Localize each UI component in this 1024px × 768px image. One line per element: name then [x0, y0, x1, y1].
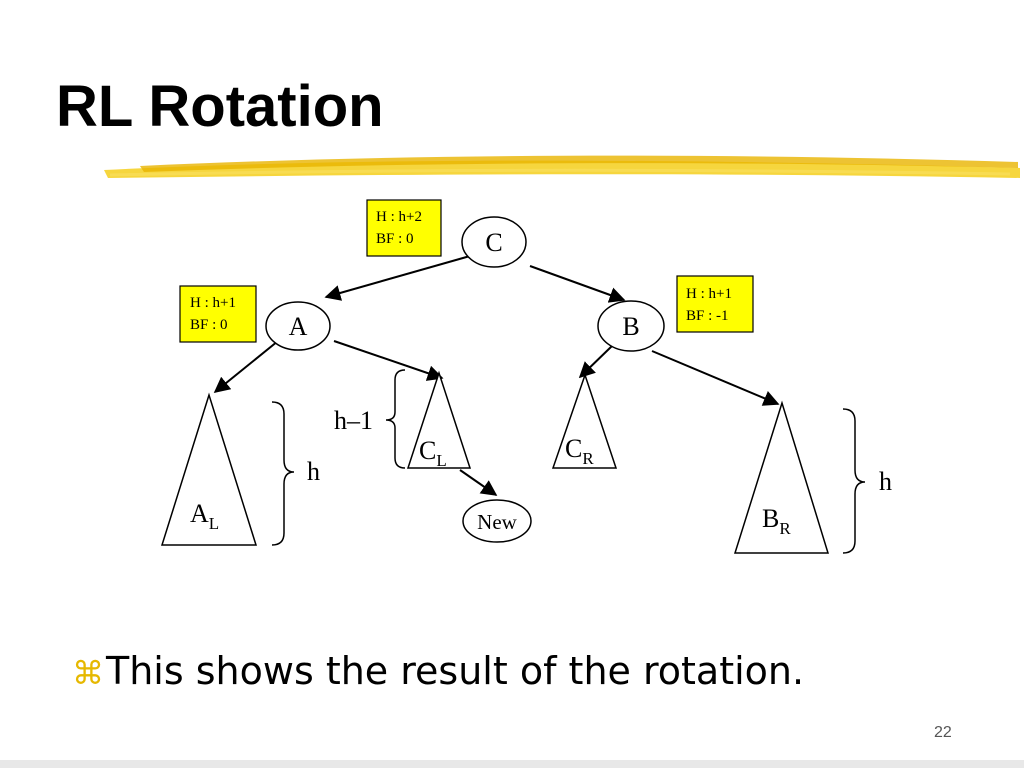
node-a: A: [265, 301, 331, 351]
bullet-text: This shows the result of the rotation.: [106, 649, 805, 693]
info-box-b-height: H : h+1: [686, 286, 732, 302]
subtree-cr-label: CR: [565, 434, 594, 468]
node-c: C: [461, 216, 527, 268]
node-c-label: C: [485, 228, 502, 257]
subtree-br: BR: [733, 400, 830, 554]
node-new: New: [462, 499, 532, 543]
info-box-a-height: H : h+1: [190, 295, 236, 311]
info-box-a-bf: BF : 0: [190, 317, 228, 333]
node-a-label: A: [289, 312, 308, 341]
info-box-a: H : h+1 BF : 0: [179, 285, 257, 343]
subtree-cr: CR: [551, 372, 618, 469]
label-h-minus-1: h–1: [334, 406, 373, 435]
node-new-label: New: [477, 510, 517, 534]
info-box-c-height: H : h+2: [376, 209, 422, 225]
subtree-al: AL: [160, 392, 258, 546]
info-box-c-bf: BF : 0: [376, 231, 414, 247]
subtree-br-label: BR: [762, 504, 791, 538]
slide-title: RL Rotation: [56, 74, 384, 139]
title-underline-stroke: [104, 155, 1020, 178]
edge-c-a: [324, 255, 471, 301]
footer-band: [0, 760, 1024, 768]
bullet-point: ⌘This shows the result of the rotation.: [72, 652, 804, 690]
subtree-cl: CL: [406, 370, 472, 470]
node-b-label: B: [622, 312, 639, 341]
label-left-h: h: [307, 457, 320, 486]
subtree-cl-label: CL: [419, 436, 447, 470]
edge-b-br: [651, 350, 780, 406]
brace-left-h: [271, 401, 295, 546]
edge-cl-new: [459, 469, 498, 496]
brace-h-minus-1: [385, 369, 406, 469]
info-box-b: H : h+1 BF : -1: [676, 275, 754, 333]
brace-right-h: [842, 408, 866, 554]
page-number: 22: [934, 724, 952, 741]
info-box-c: H : h+2 BF : 0: [366, 199, 442, 257]
edge-a-al: [213, 340, 279, 394]
info-box-b-bf: BF : -1: [686, 308, 729, 324]
label-right-h: h: [879, 467, 892, 496]
node-b: B: [597, 300, 665, 352]
edge-b-cr: [578, 344, 614, 379]
edge-c-b: [529, 265, 626, 303]
subtree-al-label: AL: [190, 499, 219, 533]
edge-a-cl: [333, 340, 444, 381]
command-key-icon: ⌘: [72, 654, 104, 692]
